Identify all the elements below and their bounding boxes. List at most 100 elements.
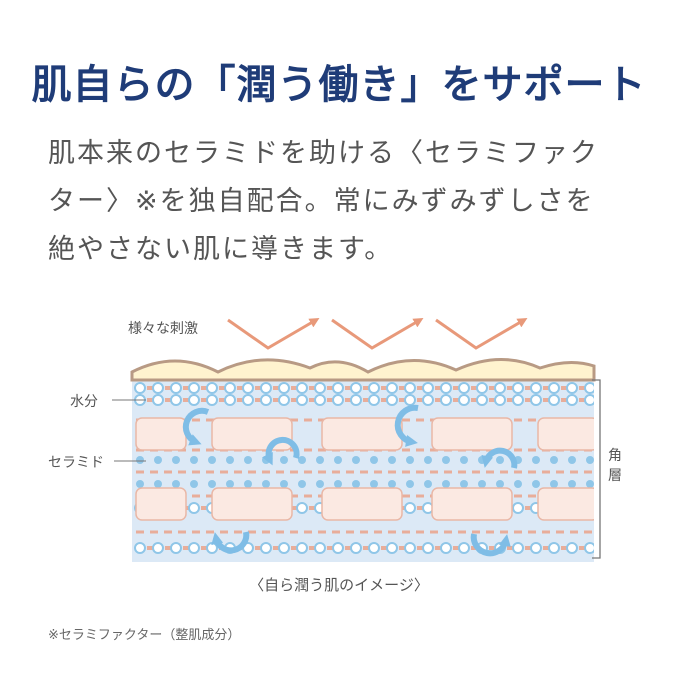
ceramide-dash <box>402 418 410 422</box>
ceramide-dash <box>360 530 368 534</box>
water-dot <box>370 480 378 488</box>
ceramide-dash <box>528 530 536 534</box>
ceramide-dash <box>514 470 522 474</box>
water-dot <box>224 382 236 394</box>
water-dot <box>404 542 416 554</box>
ceramide-dash <box>430 470 438 474</box>
water-dot <box>530 382 542 394</box>
ceramide-dash <box>332 470 340 474</box>
water-dot <box>134 382 146 394</box>
water-dot <box>566 394 578 406</box>
ceramide-dash <box>304 494 312 498</box>
water-dot <box>532 456 540 464</box>
water-dot <box>368 382 380 394</box>
water-dot <box>440 382 452 394</box>
stimulus-label: 様々な刺激 <box>128 320 198 337</box>
ceramide-dash <box>346 530 354 534</box>
water-dot <box>350 382 362 394</box>
water-dot <box>170 542 182 554</box>
water-dot <box>226 480 234 488</box>
ceramide-dash <box>435 398 441 402</box>
water-dot <box>406 480 414 488</box>
ceramide-dash <box>147 546 153 550</box>
corneocyte-cell <box>135 487 187 521</box>
water-dot <box>136 456 144 464</box>
ceramide-dash <box>507 398 513 402</box>
corneocyte-cell <box>211 417 293 451</box>
ceramide-dash <box>345 386 351 390</box>
ceramide-dash <box>514 530 522 534</box>
water-dot <box>512 394 524 406</box>
ceramide-dash <box>486 470 494 474</box>
water-dot <box>530 542 542 554</box>
ceramide-dash <box>374 530 382 534</box>
water-dot <box>134 542 146 554</box>
water-dot <box>584 394 594 406</box>
water-dot <box>404 382 416 394</box>
skin-diagram: 様々な刺激 角 層 水分 セラミド 〈自ら潤う肌のイメージ〉 <box>48 317 622 594</box>
ceramide-dash <box>458 530 466 534</box>
ceramide-dash <box>417 546 423 550</box>
ceramide-dash <box>579 398 585 402</box>
ceramide-dash <box>489 386 495 390</box>
water-dot <box>422 542 434 554</box>
ceramide-dash <box>201 506 207 510</box>
ceramide-label: セラミド <box>48 455 104 471</box>
water-dot <box>460 456 468 464</box>
ceramide-dash <box>273 398 279 402</box>
water-dot <box>548 394 560 406</box>
circulation-arrow <box>211 531 250 554</box>
ceramide-dash <box>561 398 567 402</box>
ceramide-dash <box>206 470 214 474</box>
corneocyte-cell <box>135 417 187 451</box>
ceramide-dash <box>507 386 513 390</box>
water-dot <box>242 394 254 406</box>
water-dot <box>388 456 396 464</box>
water-dot <box>152 382 164 394</box>
ceramide-dash <box>327 398 333 402</box>
ceramide-dash <box>556 530 564 534</box>
water-dot <box>188 502 200 514</box>
water-dot <box>368 394 380 406</box>
ceramide-dash <box>435 386 441 390</box>
water-dot <box>584 382 594 394</box>
water-dot <box>512 502 524 514</box>
ceramide-dash <box>290 418 298 422</box>
water-dot <box>188 542 200 554</box>
water-dot <box>494 382 506 394</box>
ceramide-dash <box>543 546 549 550</box>
ceramide-dash <box>318 530 326 534</box>
ceramide-dash <box>579 386 585 390</box>
ceramide-dash <box>219 386 225 390</box>
ceramide-dash <box>309 398 315 402</box>
ceramide-dash <box>472 530 480 534</box>
ceramide-dash <box>291 398 297 402</box>
ceramide-dash <box>192 494 200 498</box>
ceramide-dash <box>360 470 368 474</box>
water-dot <box>386 382 398 394</box>
water-dot <box>152 394 164 406</box>
ceramide-dash <box>528 448 536 452</box>
water-dot <box>278 382 290 394</box>
ceramide-dash <box>471 546 477 550</box>
ceramide-dash <box>345 398 351 402</box>
ceramide-dash <box>309 386 315 390</box>
ceramide-dash <box>525 546 531 550</box>
body-line-3: 絶やさない肌に導きます。 <box>48 234 394 265</box>
ceramide-dash <box>165 386 171 390</box>
water-dot <box>172 456 180 464</box>
water-dot <box>332 382 344 394</box>
ceramide-dash <box>417 506 423 510</box>
ceramide-dash <box>435 546 441 550</box>
water-dot <box>298 456 306 464</box>
ceramide-dash <box>346 470 354 474</box>
water-label: 水分 <box>70 394 98 410</box>
water-dot <box>370 456 378 464</box>
ceramide-dash <box>178 530 186 534</box>
ceramide-dash <box>542 530 550 534</box>
water-dot <box>152 542 164 554</box>
stratum-bracket <box>592 379 601 559</box>
ceramide-dash <box>309 506 315 510</box>
ceramide-dash <box>201 398 207 402</box>
water-dot <box>316 456 324 464</box>
